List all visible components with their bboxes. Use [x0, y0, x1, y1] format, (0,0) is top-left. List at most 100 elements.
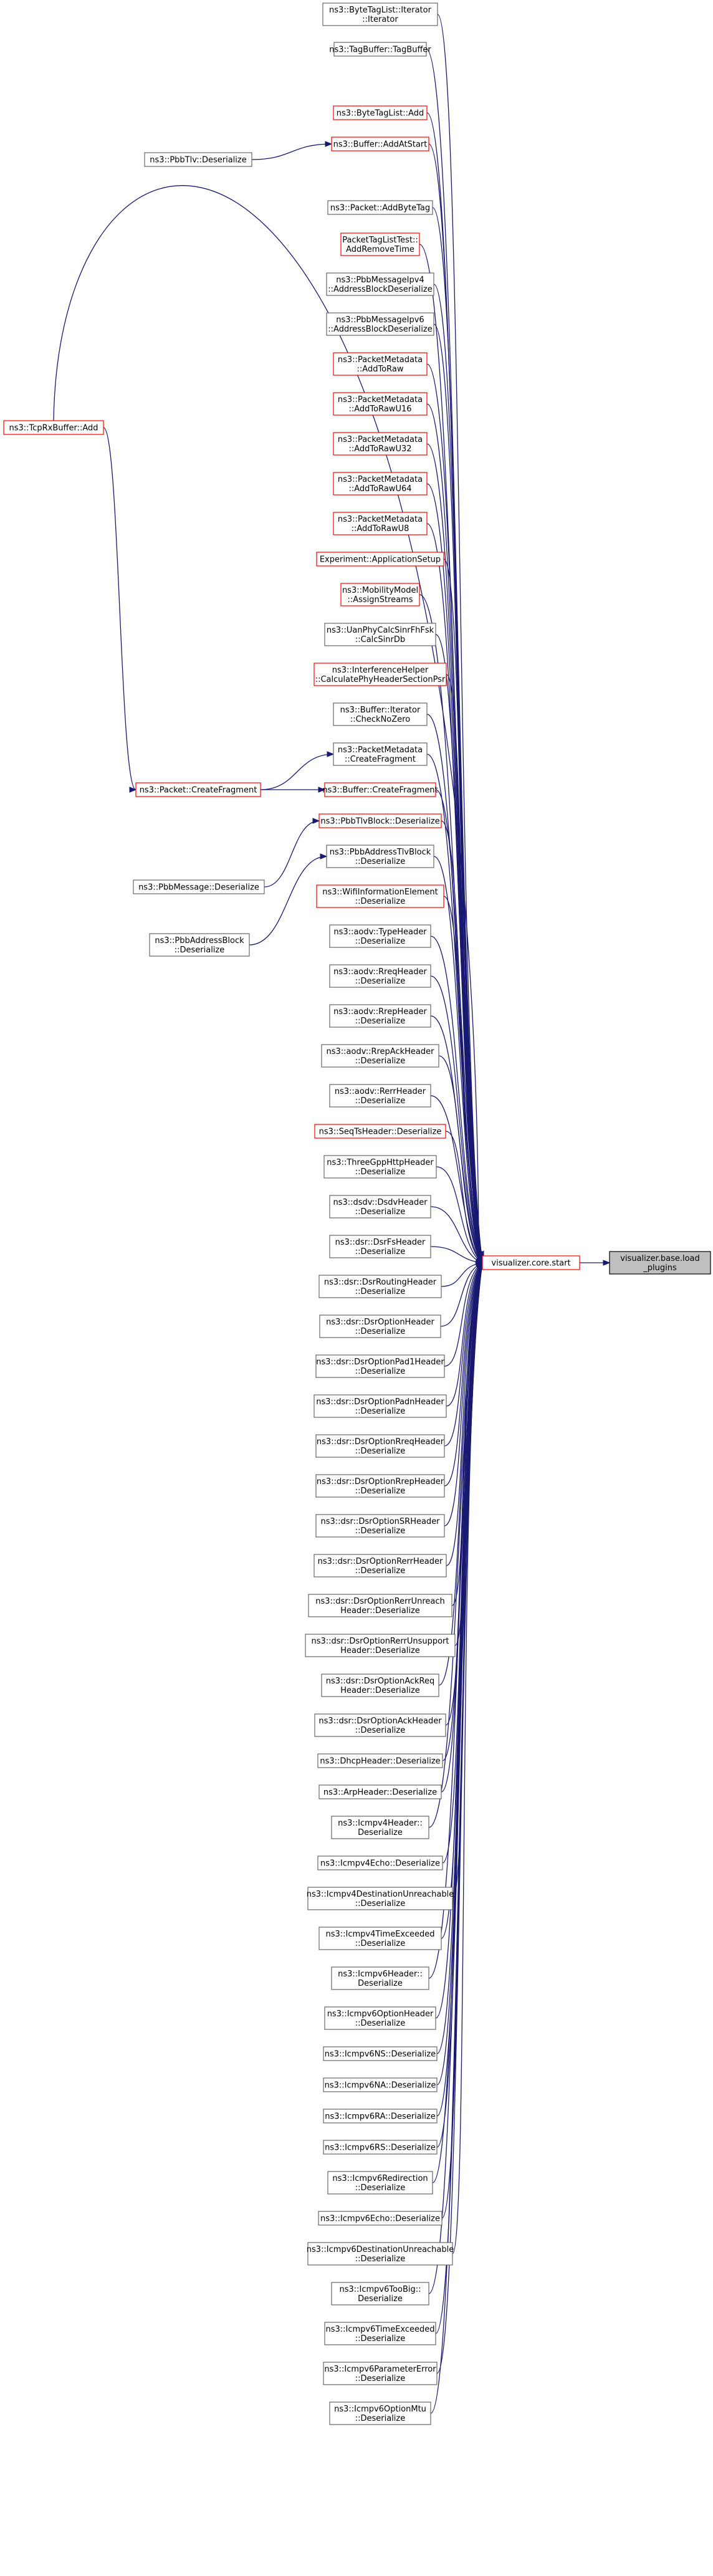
graph-node[interactable]: ns3::InterferenceHelper::CalculatePhyHea…	[313, 663, 447, 686]
graph-node[interactable]: ns3::aodv::RerrHeader::Deserialize	[329, 1084, 431, 1108]
graph-node[interactable]: visualizer.core.start	[482, 1255, 580, 1270]
graph-node[interactable]: ns3::Icmpv6OptionMtu::Deserialize	[329, 2401, 431, 2425]
node-label: ::Deserialize	[355, 2019, 406, 2028]
graph-node[interactable]: ns3::PbbTlv::Deserialize	[144, 152, 252, 167]
node-label: ns3::ThreeGppHttpHeader	[327, 1158, 434, 1167]
graph-node[interactable]: Experiment::ApplicationSetup	[316, 552, 444, 567]
graph-node[interactable]: ns3::PbbTlvBlock::Deserialize	[318, 813, 442, 828]
call-edge	[443, 896, 483, 1263]
node-box	[316, 552, 444, 567]
node-box	[318, 813, 442, 828]
graph-node[interactable]: ns3::dsr::DsrFsHeader::Deserialize	[329, 1235, 431, 1258]
graph-node[interactable]: ns3::dsr::DsrOptionAckHeader::Deserializ…	[314, 1713, 446, 1737]
node-label: ::Deserialize	[355, 2334, 406, 2344]
graph-node[interactable]: ns3::PacketMetadata::AddToRawU32	[333, 432, 428, 456]
graph-node[interactable]: ns3::Icmpv4DestinationUnreachable::Deser…	[307, 1887, 454, 1910]
graph-node[interactable]: ns3::dsr::DsrOptionHeader::Deserialize	[319, 1314, 441, 1338]
node-box	[331, 2282, 429, 2305]
node-label: ::Deserialize	[355, 1566, 406, 1576]
graph-node[interactable]: ns3::ByteTagList::Add	[333, 105, 428, 120]
graph-node[interactable]: ns3::Icmpv6Header::Deserialize	[331, 1966, 429, 1990]
call-edge	[451, 1262, 483, 1606]
graph-node[interactable]: ns3::dsdv::DsdvHeader::Deserialize	[329, 1195, 431, 1219]
graph-node[interactable]: ns3::Icmpv6RS::Deserialize	[323, 2140, 438, 2155]
node-label: ns3::Icmpv6ParameterError	[324, 2365, 436, 2374]
graph-node[interactable]: ns3::Packet::AddByteTag	[327, 200, 433, 215]
node-label: ns3::MobilityModel	[342, 586, 418, 595]
graph-node[interactable]: ns3::Buffer::CreateFragment	[322, 782, 438, 797]
graph-node[interactable]: ns3::TcpRxBuffer::Add	[3, 420, 104, 435]
graph-node[interactable]: ns3::WifiInformationElement::Deserialize	[316, 884, 444, 908]
graph-node[interactable]: ns3::Icmpv6NA::Deserialize	[323, 2077, 438, 2092]
graph-node[interactable]: ns3::aodv::RrepHeader::Deserialize	[329, 1004, 431, 1028]
graph-node[interactable]: ns3::Buffer::AddAtStart	[331, 136, 429, 151]
graph-node[interactable]: ns3::Icmpv6TimeExceeded::Deserialize	[324, 2322, 436, 2345]
node-box	[333, 392, 428, 416]
graph-node[interactable]: ns3::dsr::DsrOptionRerrUnsupportHeader::…	[305, 1634, 456, 1657]
graph-node[interactable]: ns3::dsr::DsrOptionSRHeader::Deserialize	[315, 1514, 445, 1538]
node-label: visualizer.core.start	[491, 1259, 570, 1268]
node-layer: visualizer.base.load_plugins visualizer.c…	[3, 2, 711, 2425]
graph-node[interactable]: ns3::Icmpv6TooBig::Deserialize	[331, 2282, 429, 2305]
graph-node[interactable]: ns3::SeqTsHeader::Deserialize	[314, 1124, 446, 1139]
graph-node[interactable]: ns3::UanPhyCalcSinrFhFsk::CalcSinrDb	[324, 623, 436, 646]
node-label: ns3::dsr::DsrOptionPadnHeader	[316, 1397, 444, 1407]
graph-node[interactable]: ns3::dsr::DsrRoutingHeader::Deserialize	[318, 1275, 442, 1298]
graph-node[interactable]: ns3::PacketMetadata::AddToRawU8	[333, 512, 428, 535]
graph-node[interactable]: ns3::PbbMessageIpv6::AddressBlockDeseria…	[326, 312, 434, 336]
graph-node[interactable]: ns3::PbbMessage::Deserialize	[133, 879, 265, 894]
graph-node[interactable]: ns3::Icmpv6DestinationUnreachable::Deser…	[307, 2242, 454, 2266]
graph-node[interactable]: ns3::Icmpv4Echo::Deserialize	[317, 1855, 443, 1870]
node-box	[323, 2140, 438, 2155]
graph-node[interactable]: ns3::dsr::DsrOptionPad1Header::Deseriali…	[315, 1354, 445, 1378]
node-label: ::AddToRawU32	[348, 444, 411, 454]
call-edge	[103, 427, 136, 790]
graph-node[interactable]: ns3::PbbMessageIpv4::AddressBlockDeseria…	[326, 272, 434, 296]
node-box	[317, 1753, 443, 1768]
graph-node[interactable]: ns3::aodv::RreqHeader::Deserialize	[329, 964, 431, 988]
graph-node[interactable]: ns3::PacketMetadata::AddToRaw	[333, 352, 428, 376]
graph-node[interactable]: ns3::Icmpv6RA::Deserialize	[323, 2109, 438, 2124]
graph-node[interactable]: ns3::dsr::DsrOptionRreqHeader::Deseriali…	[315, 1434, 445, 1458]
graph-node[interactable]: ns3::dsr::DsrOptionRrepHeader::Deseriali…	[315, 1474, 445, 1498]
node-label: ns3::PacketMetadata	[338, 395, 423, 405]
call-edge	[430, 1206, 483, 1263]
graph-node[interactable]: ns3::Icmpv6NS::Deserialize	[323, 2046, 438, 2061]
graph-node[interactable]: ns3::aodv::TypeHeader::Deserialize	[329, 924, 431, 948]
graph-node[interactable]: ns3::aodv::RrepAckHeader::Deserialize	[321, 1044, 439, 1068]
graph-node[interactable]: ns3::MobilityModel::AssignStreams	[340, 583, 420, 606]
call-edge	[260, 754, 334, 790]
node-box	[305, 1634, 456, 1657]
graph-node[interactable]: ns3::PbbAddressTlvBlock::Deserialize	[326, 845, 434, 868]
graph-node[interactable]: ns3::TagBuffer::TagBuffer	[329, 42, 431, 57]
graph-node[interactable]: ns3::dsr::DsrOptionAckReqHeader::Deseria…	[321, 1673, 439, 1697]
graph-node[interactable]: ns3::ByteTagList::Iterator::Iterator	[322, 2, 438, 26]
node-label: ns3::Icmpv6RS::Deserialize	[325, 2143, 436, 2153]
graph-node[interactable]: ns3::PacketMetadata::CreateFragment	[333, 742, 428, 766]
graph-node[interactable]: PacketTagListTest::AddRemoveTime	[340, 232, 420, 256]
node-label: ::CreateFragment	[345, 755, 416, 764]
node-label: ns3::Icmpv6OptionHeader	[327, 2009, 434, 2019]
graph-node[interactable]: ns3::Icmpv6Redirection::Deserialize	[327, 2171, 433, 2195]
graph-node[interactable]: ns3::Buffer::Iterator::CheckNoZero	[333, 702, 428, 726]
graph-node[interactable]: visualizer.base.load_plugins	[609, 1251, 711, 1275]
graph-node[interactable]: ns3::Icmpv6Echo::Deserialize	[318, 2211, 443, 2226]
node-box	[331, 136, 429, 151]
graph-node[interactable]: ns3::PacketMetadata::AddToRawU64	[333, 472, 428, 496]
graph-node[interactable]: ns3::ThreeGppHttpHeader::Deserialize	[323, 1155, 437, 1179]
graph-node[interactable]: ns3::ArpHeader::Deserialize	[318, 1784, 442, 1799]
graph-node[interactable]: ns3::PbbAddressBlock::Deserialize	[149, 933, 250, 957]
graph-node[interactable]: ns3::Icmpv4TimeExceeded::Deserialize	[318, 1927, 442, 1950]
graph-node[interactable]: ns3::DhcpHeader::Deserialize	[317, 1753, 443, 1768]
graph-node[interactable]: ns3::Icmpv6ParameterError::Deserialize	[323, 2362, 438, 2385]
graph-node[interactable]: ns3::Icmpv4Header::Deserialize	[331, 1816, 429, 1839]
graph-node[interactable]: ns3::dsr::DsrOptionPadnHeader::Deseriali…	[313, 1394, 447, 1418]
node-box	[324, 2322, 436, 2345]
graph-node[interactable]: ns3::dsr::DsrOptionRerrHeader::Deseriali…	[313, 1554, 447, 1578]
graph-node[interactable]: ns3::dsr::DsrOptionRerrUnreachHeader::De…	[308, 1594, 452, 1617]
graph-node[interactable]: ns3::Packet::CreateFragment	[135, 782, 261, 797]
node-box	[318, 1275, 442, 1298]
edge-arrowhead	[318, 787, 326, 793]
graph-node[interactable]: ns3::Icmpv6OptionHeader::Deserialize	[324, 2006, 436, 2030]
graph-node[interactable]: ns3::PacketMetadata::AddToRawU16	[333, 392, 428, 416]
